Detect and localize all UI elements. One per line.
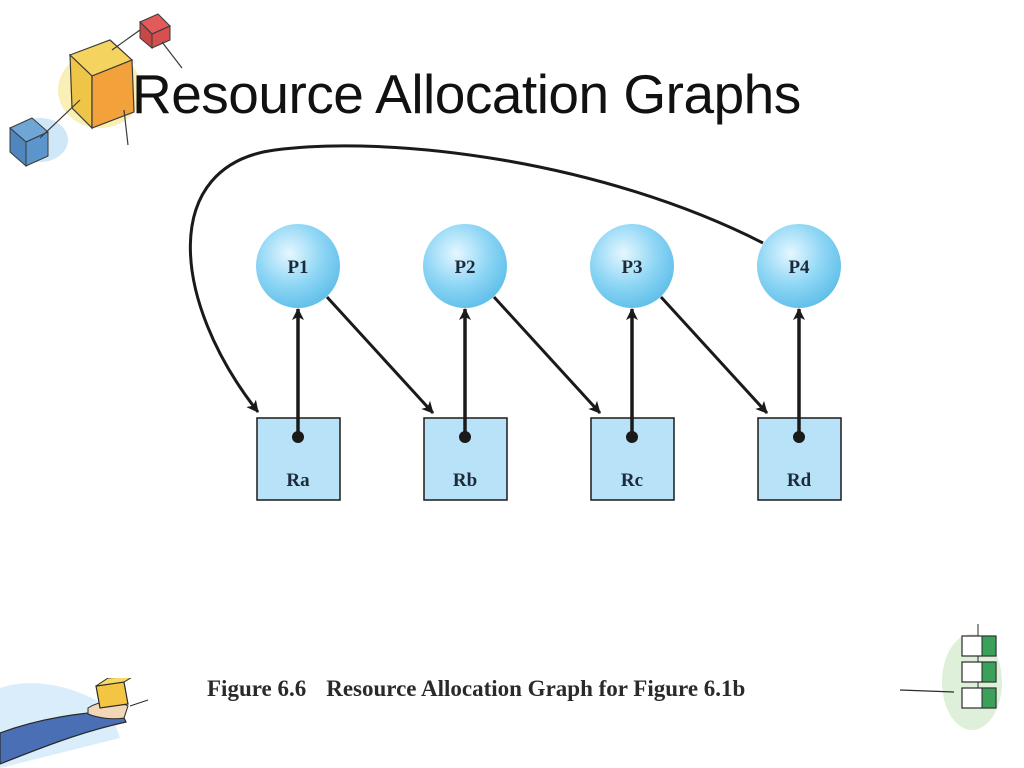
process-label: P3: [621, 257, 642, 278]
resource-label: Rb: [453, 470, 477, 491]
edge-p4-to-ra: [188, 144, 764, 413]
resource-instance-dot: [626, 431, 638, 443]
resource-instance-dot: [292, 431, 304, 443]
resource-label: Rd: [787, 470, 812, 491]
process-p3: P3: [590, 224, 674, 308]
process-p1: P1: [256, 224, 340, 308]
edge-p2-to-rc: [492, 295, 602, 415]
edge-p3-to-rd: [659, 295, 769, 415]
edge-p1-to-rb: [325, 295, 435, 415]
figure-number: Figure 6.6: [207, 676, 307, 701]
process-p4: P4: [757, 224, 841, 308]
resource-instance-dot: [459, 431, 471, 443]
process-label: P1: [287, 257, 308, 278]
figure-caption: Figure 6.6 Resource Allocation Graph for …: [207, 676, 745, 702]
stacked-boxes-icon: [899, 624, 1002, 730]
boxes-clipart-icon: [9, 13, 183, 168]
resource-label: Ra: [286, 470, 310, 491]
slide-title: Resource Allocation Graphs: [132, 63, 801, 125]
process-label: P4: [788, 257, 810, 278]
resource-label: Rc: [621, 470, 643, 491]
process-label: P2: [454, 257, 475, 278]
hand-holding-box-icon: [0, 678, 149, 768]
process-p2: P2: [423, 224, 507, 308]
resource-instance-dot: [793, 431, 805, 443]
figure-caption-text: Resource Allocation Graph for Figure 6.1…: [326, 676, 746, 701]
